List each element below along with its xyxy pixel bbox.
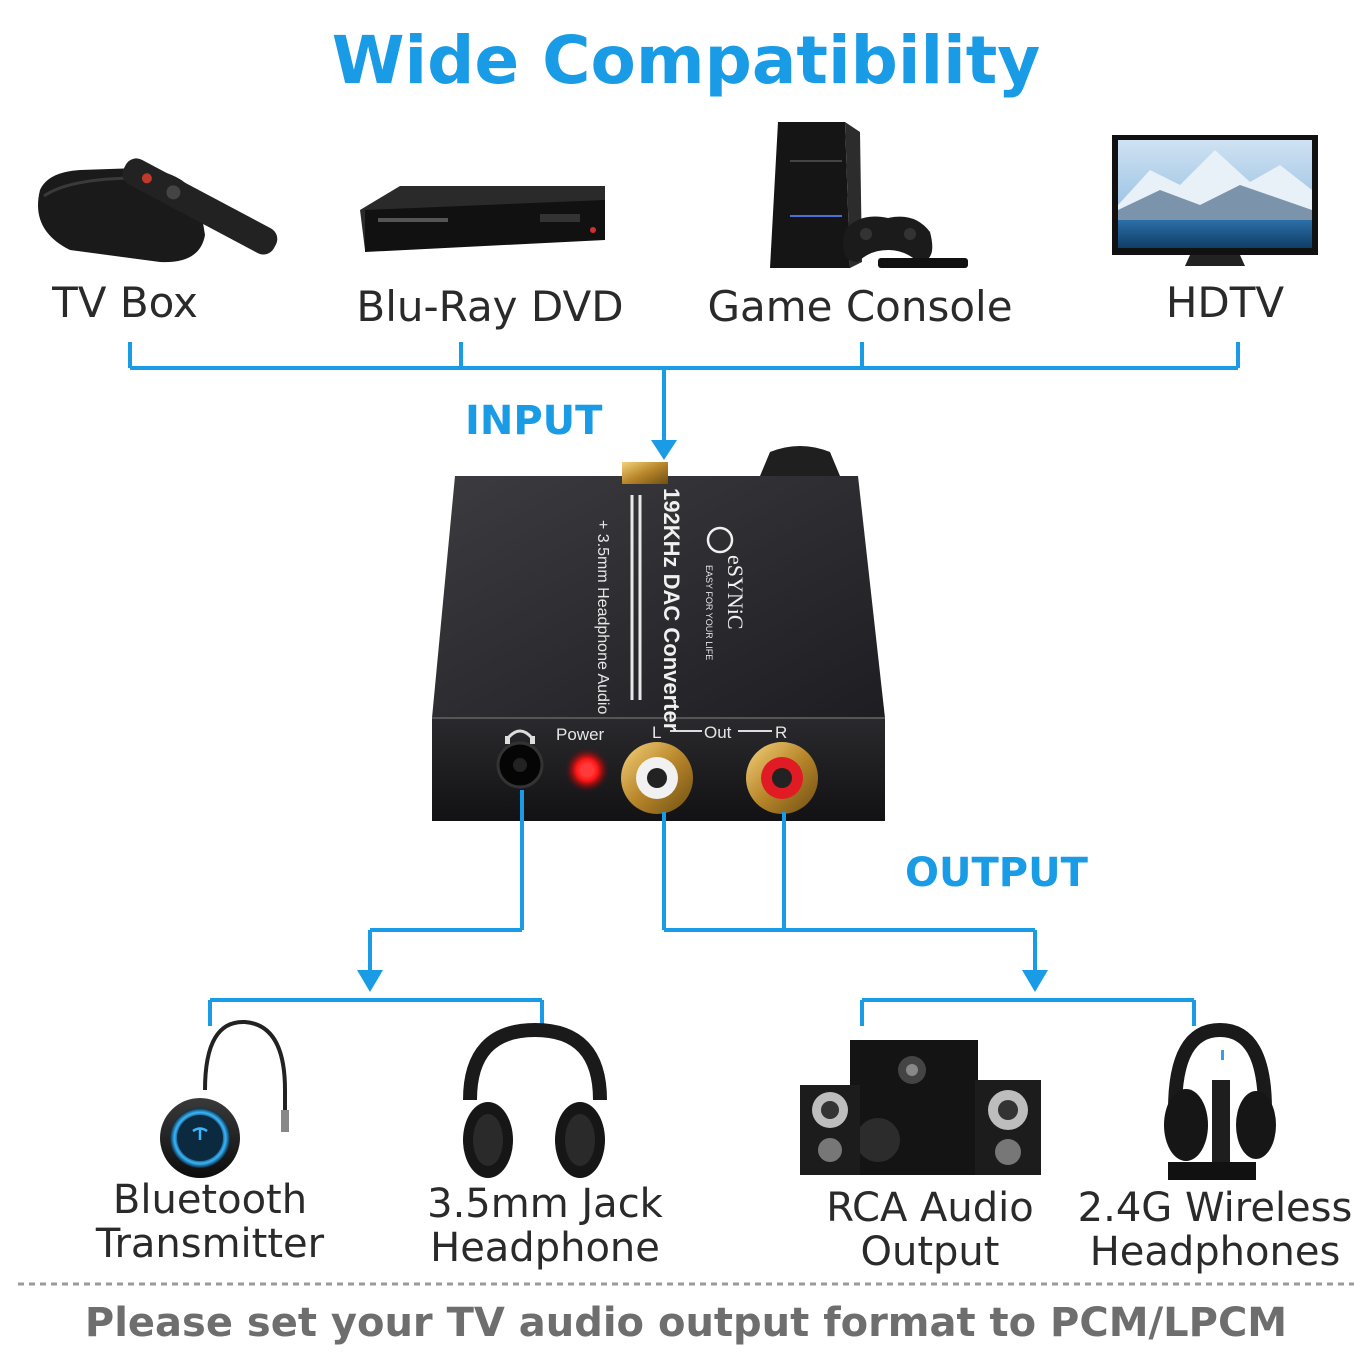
output-label-line1: RCA Audio [826, 1185, 1034, 1231]
tv-box-icon [38, 158, 278, 263]
output-connector-headphone [208, 790, 544, 1026]
output-arrow-left [357, 970, 383, 992]
output-label-rca: RCA Audio Output [800, 1186, 1060, 1274]
bluetooth-transmitter-icon [160, 1019, 289, 1178]
device-label-tv-box: TV Box [52, 278, 198, 327]
bluray-player-icon [360, 186, 605, 252]
output-label-line1: Bluetooth [112, 1177, 308, 1223]
output-section-label: OUTPUT [905, 850, 1088, 896]
output-label-line1: 2.4G Wireless [1077, 1185, 1353, 1231]
device-label-bluray: Blu-Ray DVD [356, 282, 624, 331]
input-connector [128, 342, 1240, 440]
output-label-line2: Transmitter [95, 1221, 325, 1267]
esync-logo-icon [706, 526, 734, 554]
speaker-system-icon [800, 1040, 1041, 1175]
rca-out-label: Out [704, 723, 732, 742]
device-label-hdtv: HDTV [1165, 278, 1285, 327]
headphone-icon [463, 1022, 607, 1178]
footer-note: Please set your TV audio output format t… [84, 1300, 1288, 1346]
power-label: Power [556, 725, 605, 744]
output-label-line1: 3.5mm Jack [427, 1181, 663, 1227]
input-section-label: INPUT [465, 398, 603, 444]
output-label-headphone: 3.5mm Jack Headphone [415, 1182, 675, 1270]
rca-left-label: L [652, 723, 661, 742]
page-title: Wide Compatibility [331, 22, 1041, 99]
output-label-bluetooth: Bluetooth Transmitter [80, 1178, 340, 1266]
dac-converter [432, 446, 885, 821]
output-label-line2: Headphones [1089, 1229, 1341, 1275]
dac-model-text: 192KHz DAC Converter [659, 488, 684, 732]
wireless-headphones-icon [1164, 1022, 1276, 1180]
hdtv-icon [1112, 135, 1318, 266]
output-label-wireless: 2.4G Wireless Headphones [1070, 1186, 1360, 1274]
output-label-line2: Output [860, 1229, 1000, 1275]
output-label-line2: Headphone [430, 1225, 660, 1271]
output-connector-rca [662, 812, 1196, 1026]
dac-brand-text: eSYNiC [723, 555, 748, 630]
output-arrow-right [1022, 970, 1048, 992]
dac-tagline-text: EASY FOR YOUR LIFE [704, 565, 714, 660]
dac-subtitle-text: + 3.5mm Headphone Audio [594, 520, 611, 714]
rca-right-label: R [775, 723, 787, 742]
input-arrow [651, 440, 677, 460]
game-console-icon [770, 122, 968, 268]
device-label-game-console: Game Console [707, 282, 1013, 331]
